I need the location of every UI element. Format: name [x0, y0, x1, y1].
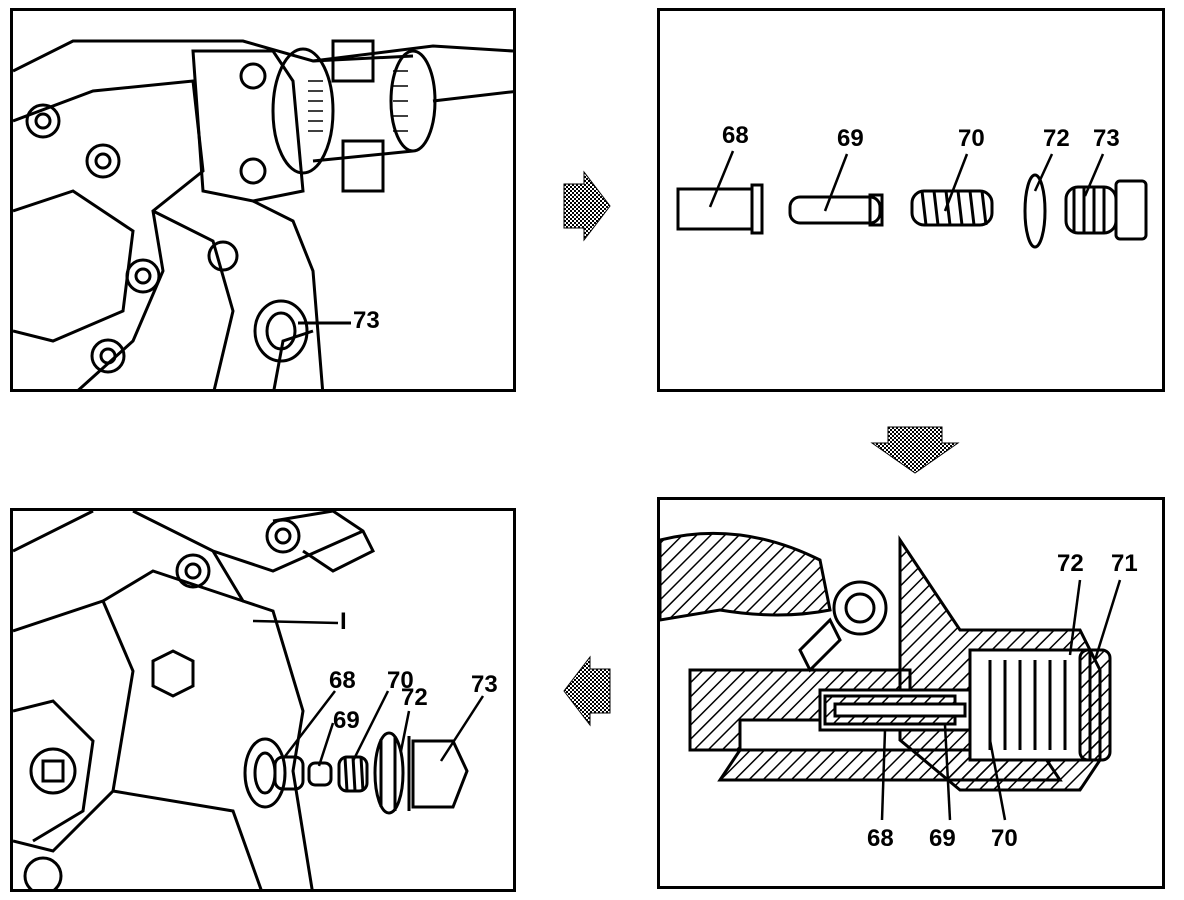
engine-drawing-top-left — [13, 39, 513, 389]
arrow-right-icon — [563, 170, 611, 242]
callout-68: 68 — [722, 122, 749, 149]
panel-bottom-right-cross-section: 72 71 68 69 70 — [657, 497, 1165, 889]
callout-73: 73 — [353, 307, 380, 334]
callout-70: 70 — [958, 125, 985, 152]
engine-drawing-bottom-left — [13, 511, 485, 889]
callout-69: 69 — [929, 825, 956, 852]
callout-68: 68 — [329, 667, 356, 694]
callout-70: 70 — [991, 825, 1018, 852]
parts-drawing-top-right — [676, 150, 1148, 249]
arrow-down-icon — [870, 426, 960, 474]
part-68-sleeve — [273, 755, 305, 791]
callout-I: I — [340, 608, 347, 635]
part-72-washer-and-73-plug — [373, 731, 469, 815]
part-69-piston — [788, 195, 882, 225]
cross-section-drawing — [660, 531, 1122, 821]
panel-top-right-parts: 68 69 70 72 73 — [657, 8, 1165, 392]
callout-72: 72 — [401, 684, 428, 711]
panel-top-left-engine-view: 73 — [10, 8, 516, 392]
arrow-left-icon — [563, 655, 611, 727]
part-73-plug — [1064, 179, 1148, 241]
callout-72: 72 — [1043, 125, 1070, 152]
panel-bottom-left-installed-view: I 68 70 73 72 69 — [10, 508, 516, 892]
callout-69: 69 — [837, 125, 864, 152]
callout-69: 69 — [333, 707, 360, 734]
callout-71: 71 — [1111, 550, 1138, 577]
callout-73: 73 — [471, 671, 498, 698]
part-72-washer — [1023, 173, 1047, 249]
callout-70: 70 — [387, 667, 414, 694]
callout-68: 68 — [867, 825, 894, 852]
part-70-spring — [337, 755, 369, 793]
callout-72: 72 — [1057, 550, 1084, 577]
callout-73: 73 — [1093, 125, 1120, 152]
